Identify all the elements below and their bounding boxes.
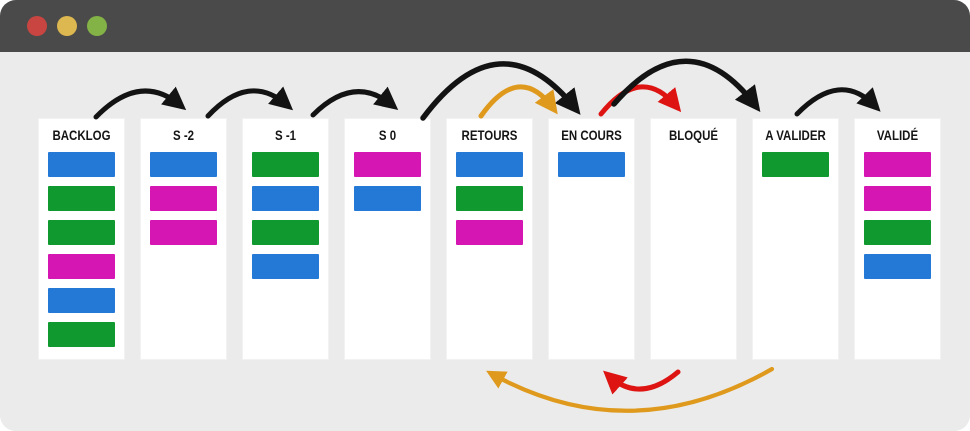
- column-s-2[interactable]: S -2: [140, 118, 227, 360]
- column-header-s-0: S 0: [378, 127, 397, 143]
- columns: BACKLOG S -2 S -1 S 0 RETOURS EN COURS BLOQUÉ A…: [38, 118, 941, 360]
- card-blue[interactable]: [558, 152, 625, 177]
- card-magenta[interactable]: [48, 254, 115, 279]
- column-bloqu[interactable]: BLOQUÉ: [650, 118, 737, 360]
- card-blue[interactable]: [456, 152, 523, 177]
- window-titlebar: [0, 0, 970, 52]
- arrow-encours-to-bloque: [598, 84, 682, 117]
- column-header-bloqu: BLOQUÉ: [668, 127, 719, 143]
- arrow-encours-to-avalider: [611, 58, 761, 112]
- column-header-retours: RETOURS: [461, 127, 518, 143]
- close-button[interactable]: [27, 16, 47, 36]
- card-green[interactable]: [762, 152, 829, 177]
- column-header-s-2: S -2: [172, 127, 195, 143]
- column-header-valid: VALIDÉ: [876, 127, 919, 143]
- card-magenta[interactable]: [150, 186, 217, 211]
- column-a-valider[interactable]: A VALIDER: [752, 118, 839, 360]
- arrow-retours-to-encours: [478, 84, 558, 119]
- card-magenta[interactable]: [150, 220, 217, 245]
- column-header-a-valider: A VALIDER: [765, 127, 826, 143]
- card-blue[interactable]: [48, 288, 115, 313]
- arrow-bloque-to-encours-return: [603, 369, 681, 395]
- card-green[interactable]: [252, 220, 319, 245]
- card-green[interactable]: [864, 220, 931, 245]
- column-header-s-1: S -1: [274, 127, 297, 143]
- card-blue[interactable]: [252, 254, 319, 279]
- card-blue[interactable]: [354, 186, 421, 211]
- card-magenta[interactable]: [864, 186, 931, 211]
- column-header-en-cours: EN COURS: [561, 127, 622, 143]
- card-blue[interactable]: [48, 152, 115, 177]
- arrow-avalider-to-retours-return: [486, 366, 775, 413]
- arrow-backlog-to-s2: [93, 86, 187, 120]
- column-en-cours[interactable]: EN COURS: [548, 118, 635, 360]
- card-green[interactable]: [456, 186, 523, 211]
- card-magenta[interactable]: [354, 152, 421, 177]
- column-s-1[interactable]: S -1: [242, 118, 329, 360]
- card-green[interactable]: [48, 220, 115, 245]
- kanban-board: BACKLOG S -2 S -1 S 0 RETOURS EN COURS BLOQUÉ A…: [0, 52, 970, 431]
- maximize-button[interactable]: [87, 16, 107, 36]
- card-blue[interactable]: [864, 254, 931, 279]
- minimize-button[interactable]: [57, 16, 77, 36]
- column-backlog[interactable]: BACKLOG: [38, 118, 125, 360]
- card-green[interactable]: [48, 322, 115, 347]
- arrow-s1-to-s0: [310, 86, 399, 118]
- column-header-backlog: BACKLOG: [52, 127, 111, 143]
- card-green[interactable]: [48, 186, 115, 211]
- arrow-avalider-to-valide: [794, 87, 881, 117]
- column-valid[interactable]: VALIDÉ: [854, 118, 941, 360]
- card-magenta[interactable]: [456, 220, 523, 245]
- column-retours[interactable]: RETOURS: [446, 118, 533, 360]
- card-blue[interactable]: [150, 152, 217, 177]
- column-s-0[interactable]: S 0: [344, 118, 431, 360]
- arrow-s0-to-encours: [420, 61, 581, 121]
- card-green[interactable]: [252, 152, 319, 177]
- card-blue[interactable]: [252, 186, 319, 211]
- card-magenta[interactable]: [864, 152, 931, 177]
- arrow-s2-to-s1: [205, 86, 294, 119]
